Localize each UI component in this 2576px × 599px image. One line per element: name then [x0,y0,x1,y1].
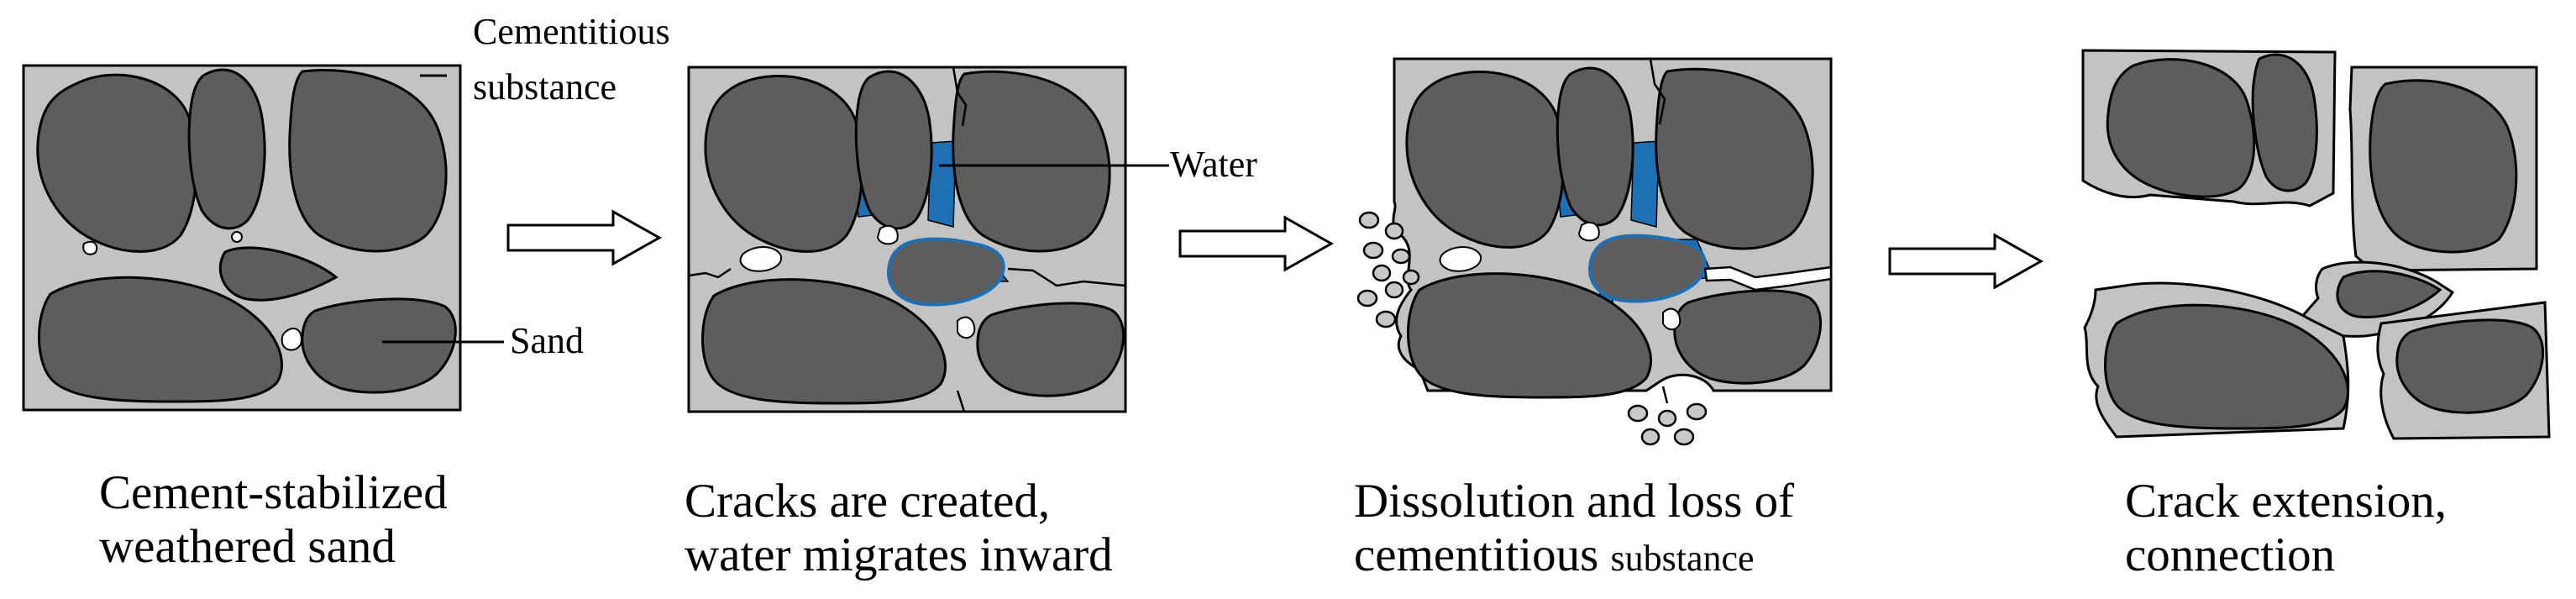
sand-grain [704,74,863,253]
sand-grain [1655,67,1814,250]
crack-line [956,390,966,412]
sand-grain [854,70,933,230]
sand-grain-water-coated [886,237,1005,307]
lost-particle [1657,409,1677,428]
pore-void [739,246,783,272]
crack-line [1649,58,1666,125]
pore-void [1439,246,1482,272]
sand-grain [952,70,1111,253]
lost-particle [1627,404,1649,423]
sand-grain [301,297,457,394]
pore-void [1577,221,1600,242]
sand-grain [1405,70,1565,249]
caption-panel-2-line1: Cracks are created, [685,475,1051,528]
lost-particle [1640,428,1660,446]
lost-particle [1372,264,1392,282]
pore-void [1662,307,1681,331]
lost-particle [1384,281,1404,299]
sand-grain [1673,289,1823,385]
caption-panel-3-line2-small: substance [1610,538,1755,579]
process-arrow-2 [1178,215,1335,272]
sand-grain [2251,53,2318,192]
panel-4-crack-extension [2081,49,2551,440]
pore-void [281,328,302,351]
sand-grain [36,73,198,253]
sand-label: Sand [510,320,584,361]
pore-void [876,224,899,245]
lost-particle [1375,310,1397,328]
caption-panel-3-line2: cementitious substance [1354,528,1794,586]
crack-line [1661,386,1669,404]
water-region [1630,140,1660,228]
caption-panel-3: Dissolution and loss of cementitious sub… [1354,475,1794,586]
sand-grain-water-coated [1587,234,1707,303]
panel-1-intact-sample: Cementitious substance Sand [22,11,670,412]
sand-grain [2104,303,2350,430]
panel-3-dissolution [1356,57,1833,446]
caption-panel-3-line1: Dissolution and loss of [1354,475,1795,528]
cementitious-label-line2: substance [473,66,616,108]
pore-void [957,316,976,339]
crack-line [1007,267,1126,287]
lost-particle [1402,269,1420,286]
sand-grain [38,276,284,403]
sand-grain [2106,58,2256,198]
caption-panel-4-line1: Crack extension, [2125,475,2447,528]
sand-grain [288,69,448,253]
pore-void [82,240,98,255]
lost-particle [1384,222,1404,240]
caption-panel-1: Cement-stabilized weathered sand [99,466,448,574]
lost-particle [1358,211,1380,229]
sand-grain [976,302,1125,397]
caption-panel-4-line2: connection [2125,528,2336,581]
lost-particle [1686,402,1708,421]
caption-panel-4: Crack extension, connection [2125,475,2447,582]
crack-line [952,66,968,127]
sand-grain [1407,272,1653,399]
pore-void [231,231,243,243]
lost-particle [1362,241,1384,260]
crack-line [688,267,732,279]
sand-grain [701,278,947,405]
water-label: Water [1170,144,1257,185]
panel-2-cracks-water: Water [687,66,1257,413]
caption-panel-1-line2: weathered sand [99,520,396,573]
lost-particle [1391,248,1411,265]
sand-grain [2395,318,2545,414]
lost-particle [1356,289,1378,307]
process-arrow-3 [1888,233,2044,290]
sand-grain [2369,79,2518,254]
crack-gap [1703,265,1833,292]
lost-particle [1673,428,1695,446]
sand-grain [1556,66,1634,227]
sand-grain [2336,270,2442,318]
caption-panel-2: Cracks are created, water migrates inwar… [685,475,1113,582]
caption-panel-3-line2-main: cementitious [1354,528,1599,581]
water-region [927,140,957,228]
sand-grain [187,68,266,230]
cementitious-label-line1: Cementitious [473,11,670,52]
caption-panel-1-line1: Cement-stabilized [99,466,448,519]
process-arrow-1 [506,209,663,266]
sand-grain [218,246,338,302]
caption-panel-2-line2: water migrates inward [685,528,1113,581]
